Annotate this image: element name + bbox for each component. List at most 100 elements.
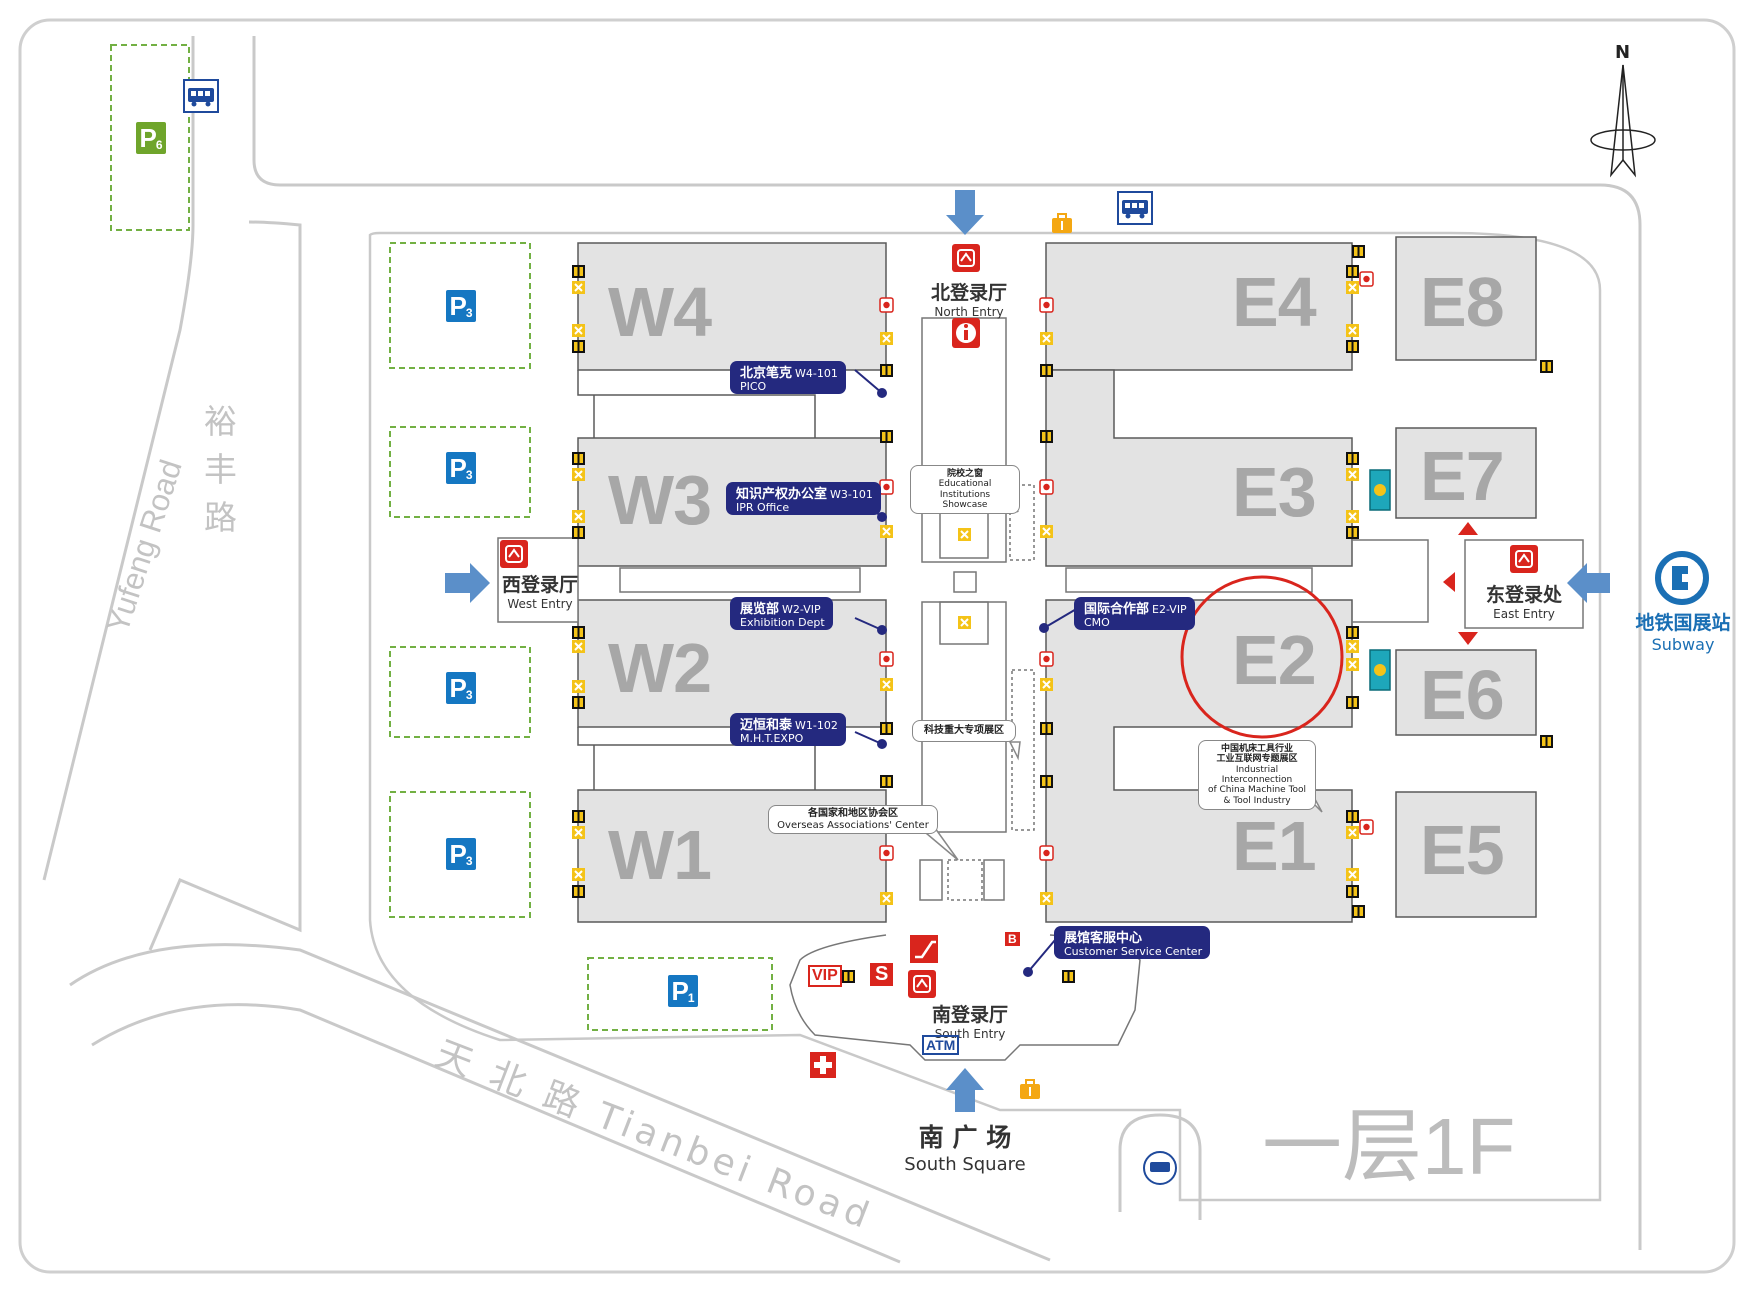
callout-overseas: 各国家和地区协会区 Overseas Associations' Center: [768, 805, 938, 834]
office-tag-cn: 北京笔克: [740, 366, 793, 381]
east-entry-en: East Entry: [1493, 607, 1555, 621]
bus-icon-north: [1117, 191, 1153, 225]
east-entry-cn: 东登录处: [1485, 584, 1562, 606]
escalator-icon: [910, 935, 938, 963]
callout-education: 院校之窗 Educational Institutions Showcase: [910, 465, 1020, 515]
callout-education-en1: Educational Institutions: [938, 479, 992, 500]
office-tag-en: CMO: [1084, 615, 1110, 629]
hall-e7-label: E7: [1420, 437, 1505, 515]
west-entry-label: 西登录厅 West Entry: [500, 570, 580, 611]
west-entry-cn: 西登录厅: [501, 574, 578, 596]
south-square-en: South Square: [904, 1154, 1026, 1175]
hall-w4-label: W4: [608, 273, 712, 351]
food-icon: [1369, 469, 1391, 511]
south-entry-en: South Entry: [934, 1027, 1006, 1041]
office-tag-code: W1-102: [795, 719, 838, 732]
info-icon: [952, 318, 980, 348]
east-halls: [1045, 236, 1537, 923]
compass-icon: [1590, 64, 1656, 178]
office-tag-code: W4-101: [795, 367, 838, 380]
north-entry-label: 北登录厅 North Entry: [928, 278, 1010, 319]
north-entry-cn: 北登录厅: [930, 282, 1007, 304]
roads: [42, 36, 1642, 1264]
hall-e2-label: E2: [1232, 621, 1317, 699]
floor-label: 一层1F: [1262, 1102, 1516, 1191]
west-entry-en: West Entry: [507, 597, 573, 611]
s-sign: S: [870, 963, 894, 986]
venue-perimeter: [368, 231, 1602, 1202]
tag-leaders: [854, 369, 1079, 977]
taxi-icon: [1143, 1151, 1177, 1185]
callout-education-en2: Showcase: [942, 500, 988, 511]
parking-p3-sign-4: P3: [446, 838, 476, 870]
office-tag-service-center: 展馆客服中心 Customer Service Center: [1054, 926, 1211, 960]
registration-icon-west: [499, 539, 529, 569]
callout-tech-cn: 科技重大专项展区: [924, 725, 1004, 736]
south-entry-cn: 南登录厅: [931, 1004, 1008, 1026]
hall-e4-label: E4: [1232, 263, 1317, 341]
first-aid-icon: [810, 1052, 836, 1078]
callout-machine-cn1: 中国机床工具行业: [1220, 744, 1293, 754]
registration-icon-south: [907, 969, 937, 999]
callout-overseas-cn: 各国家和地区协会区: [808, 808, 898, 819]
south-square-cn: 南 广 场: [918, 1123, 1012, 1152]
office-tag-cn: 知识产权办公室: [736, 487, 828, 502]
east-entry-box: [1464, 539, 1584, 629]
callout-education-cn: 院校之窗: [946, 469, 983, 479]
parking-p3-sign-3: P3: [446, 672, 476, 704]
hall-w2-label: W2: [608, 629, 712, 707]
south-square-label: 南 广 场 South Square: [900, 1118, 1030, 1175]
parking-lots: [110, 44, 773, 1031]
office-tag-code: W2-VIP: [782, 603, 821, 616]
subway-cn: 地铁国展站: [1635, 612, 1731, 634]
west-halls: [577, 242, 887, 923]
hall-e3-label: E3: [1232, 453, 1317, 531]
callout-machine-en3: & Tool Industry: [1223, 795, 1291, 806]
hall-e1-label: E1: [1232, 807, 1317, 885]
office-tag-cn: 迈恒和泰: [740, 718, 793, 733]
registration-icon-north: [951, 243, 981, 273]
callout-machine-cn2: 工业互联网专题展区: [1216, 754, 1298, 765]
office-tag-code: W3-101: [830, 488, 873, 501]
parking-p1-sign: P1: [668, 975, 698, 1007]
food-icon-e6: [1369, 649, 1391, 691]
east-entry-label: 东登录处 East Entry: [1476, 580, 1572, 621]
office-tag-en: Exhibition Dept: [740, 615, 825, 629]
bus-icon: [183, 79, 219, 113]
office-tag-en: M.H.T.EXPO: [740, 731, 804, 745]
callout-machine-en1: Industrial Interconnection: [1221, 764, 1293, 786]
hall-w3-label: W3: [608, 461, 712, 539]
east-red-arrows: [1443, 522, 1478, 645]
parking-p3-sign-2: P3: [446, 452, 476, 484]
registration-icon-east: [1509, 544, 1539, 574]
atm-sign: ATM: [922, 1035, 960, 1055]
north-entry-en: North Entry: [934, 305, 1004, 319]
compass-north-label: N: [1615, 42, 1631, 63]
hall-e5-label: E5: [1420, 811, 1505, 889]
office-tag-cn: 展馆客服中心: [1064, 931, 1143, 946]
hall-w1-label: W1: [608, 816, 712, 894]
parking-p6-sign: P6: [136, 122, 166, 154]
office-tag-cn: 国际合作部: [1084, 602, 1150, 617]
callout-machine-tool: 中国机床工具行业 工业互联网专题展区 Industrial Interconne…: [1198, 740, 1316, 811]
subway-label: 地铁国展站 Subway: [1628, 608, 1738, 654]
office-tag-en: IPR Office: [736, 500, 790, 514]
office-tag-code: E2-VIP: [1152, 603, 1187, 616]
hall-e6-label: E6: [1420, 656, 1505, 734]
office-tag-cn: 展览部: [740, 602, 780, 617]
office-tag-en: Customer Service Center: [1064, 944, 1203, 958]
callout-machine-en2: of China Machine Tool: [1207, 785, 1307, 796]
callout-overseas-en: Overseas Associations' Center: [777, 819, 929, 831]
south-entry-label: 南登录厅 South Entry: [928, 1000, 1012, 1041]
b-sign: B: [1005, 932, 1020, 946]
highlight-circle: [1180, 575, 1344, 739]
subway-en: Subway: [1651, 635, 1715, 654]
vip-sign: VIP: [808, 965, 842, 987]
subway-icon: [1655, 551, 1709, 605]
